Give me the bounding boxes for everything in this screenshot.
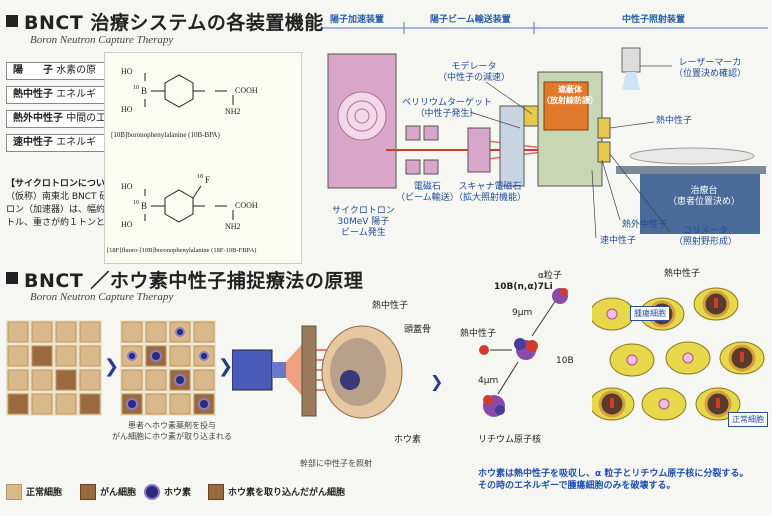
fbpa-ho-top: HO	[121, 182, 133, 191]
legend-normal-cell: 正常細胞	[26, 488, 63, 498]
skull-label: 頭蓋骨	[404, 325, 432, 335]
head-thermal-neutron-label: 熱中性子	[372, 301, 409, 311]
thermal-neutron-label: 熱中性子	[656, 116, 693, 126]
bpa-ho-top: HO	[121, 67, 133, 76]
row-proton: 陽 子 水素の原	[6, 62, 112, 80]
head-boron-label: ホウ素	[394, 435, 422, 445]
lithium-nucleus-label: リチウム原子核	[478, 435, 542, 445]
distance-9um: 9μm	[512, 308, 533, 318]
cells-thermal-neutron-label: 熱中性子	[664, 269, 701, 279]
row-fast: 速中性子 エネルギ	[6, 134, 112, 152]
arrow-right-icon-2: ❯	[218, 356, 234, 377]
bpa-caption: [10B]boronophenylalanine (10B-BPA)	[111, 131, 220, 139]
cyclotron-note: 【サイクロトロンについて （仮称）南東北 BNCT 研 ロン（加速器）は、幅約３…	[6, 179, 106, 228]
cell-grid-boron	[120, 320, 216, 416]
head-irradiation-graphic	[232, 325, 403, 419]
bpa-ho-bottom: HO	[121, 105, 133, 114]
system-graphics	[320, 22, 768, 239]
normal-cell-label: 正常細胞	[728, 412, 768, 427]
fbpa-fluorine: F	[205, 175, 211, 185]
chemical-structures: HO 10 B HO COOH NH2 [10B]boronophenylala…	[104, 52, 302, 264]
reaction-graphic	[479, 288, 568, 417]
legend-boron: ホウ素	[164, 488, 192, 498]
bpa-nh2: NH2	[225, 107, 241, 116]
boron10-label: 10B	[556, 356, 574, 366]
title-bullet	[6, 15, 18, 27]
row-epithermal: 熱外中性子 中間の工	[6, 110, 112, 128]
bpa-b-isotope: 10	[133, 85, 139, 91]
legend-swatch-boron	[144, 484, 160, 500]
magnet-label: 電磁石 （ビーム輸送）	[396, 182, 459, 203]
tumor-cell-label: 腫瘍細胞	[630, 306, 670, 321]
cell-grid-normal	[6, 320, 102, 416]
moderator-label: モデレータ （中性子の減速）	[438, 62, 511, 83]
system-title: BNCT 治療システムの各装置機能	[24, 12, 324, 34]
bnct-system-diagram: 陽子加速装置 陽子ビーム輸送装置 中性子照射装置	[320, 10, 770, 260]
fbpa-boron: B	[141, 201, 148, 211]
reaction-thermal-neutron-label: 熱中性子	[460, 329, 497, 339]
reaction-equation: 10B(n,α)7Li	[494, 282, 553, 292]
row-thermal: 熱中性子 エネルギ	[6, 86, 112, 104]
header-beam-transport: 陽子ビーム輸送装置	[430, 15, 511, 25]
cell-legend: 正常細胞 がん細胞 ホウ素 ホウ素を取り込んだがん細胞	[6, 482, 446, 502]
beryllium-target-label: ベリリウムターゲット （中性子発生）	[402, 98, 493, 119]
tumor-cells-graphic	[589, 287, 765, 421]
legend-swatch-normal	[6, 484, 22, 500]
principle-subtitle: Boron Neutron Capture Therapy	[30, 291, 174, 303]
structure-drawing	[144, 73, 234, 223]
principle-title: BNCT ／ホウ素中性子捕捉療法の原理	[24, 270, 364, 292]
fbpa-f-isotope: 18	[197, 174, 203, 180]
boron-administration-caption: 患者へホウ素薬剤を投与 がん細胞にホウ素が取り込まれる	[112, 421, 232, 441]
shield-label: 遮蔽体 （放射線防護）	[542, 85, 598, 105]
cyclotron-label: サイクロトロン 30MeV 陽子 ビーム発生	[332, 206, 395, 238]
epithermal-neutron-label: 熱外中性子	[622, 220, 668, 230]
principle-title-bullet	[6, 272, 18, 284]
header-proton-accelerator: 陽子加速装置	[330, 15, 385, 25]
footer-explanation: ホウ素は熱中性子を吸収し、α 粒子とリチウム原子核に分裂する。 その時のエネルギ…	[478, 469, 749, 491]
fast-neutron-label: 速中性子	[600, 236, 637, 246]
laser-marker-label: レーザーマーカ （位置決め確認）	[674, 58, 747, 79]
treatment-bed-label: 治療台 （患者位置決め）	[668, 186, 741, 207]
arrow-right-icon: ❯	[104, 356, 120, 377]
alpha-particle-label: α粒子	[538, 271, 562, 281]
fbpa-cooh: COOH	[235, 201, 258, 210]
legend-swatch-cancer	[80, 484, 96, 500]
bpa-boron: B	[141, 86, 148, 96]
legend-swatch-cancer-boron	[208, 484, 224, 500]
particle-table: 陽 子 水素の原 熱中性子 エネルギ 熱外中性子 中間の工 速中性子 エネルギ	[6, 62, 112, 152]
fbpa-caption: [18F]fluoro-[10B]boronophenylalanine (18…	[107, 247, 257, 254]
fbpa-b-isotope: 10	[133, 200, 139, 206]
legend-cancer-cell: がん細胞	[100, 488, 137, 498]
bpa-cooh: COOH	[235, 86, 258, 95]
cells-before	[7, 321, 101, 415]
system-subtitle: Boron Neutron Capture Therapy	[30, 34, 174, 46]
distance-4um: 4μm	[478, 376, 499, 386]
tumor-cell-field	[589, 274, 768, 450]
collimator-label: コリメータ （照射野形成）	[674, 226, 738, 247]
header-neutron-irradiation: 中性子照射装置	[622, 15, 686, 25]
irradiate-caption: 幹部に中性子を照射	[300, 459, 372, 468]
legend-cancer-with-boron: ホウ素を取り込んだがん細胞	[228, 488, 346, 498]
cells-with-boron	[121, 321, 215, 415]
fbpa-nh2: NH2	[225, 222, 241, 231]
arrow-right-icon-3: ❯	[430, 372, 444, 391]
fbpa-ho-bottom: HO	[121, 220, 133, 229]
scanner-magnet-label: スキャナ電磁石 （拡大照射機能）	[454, 182, 527, 203]
